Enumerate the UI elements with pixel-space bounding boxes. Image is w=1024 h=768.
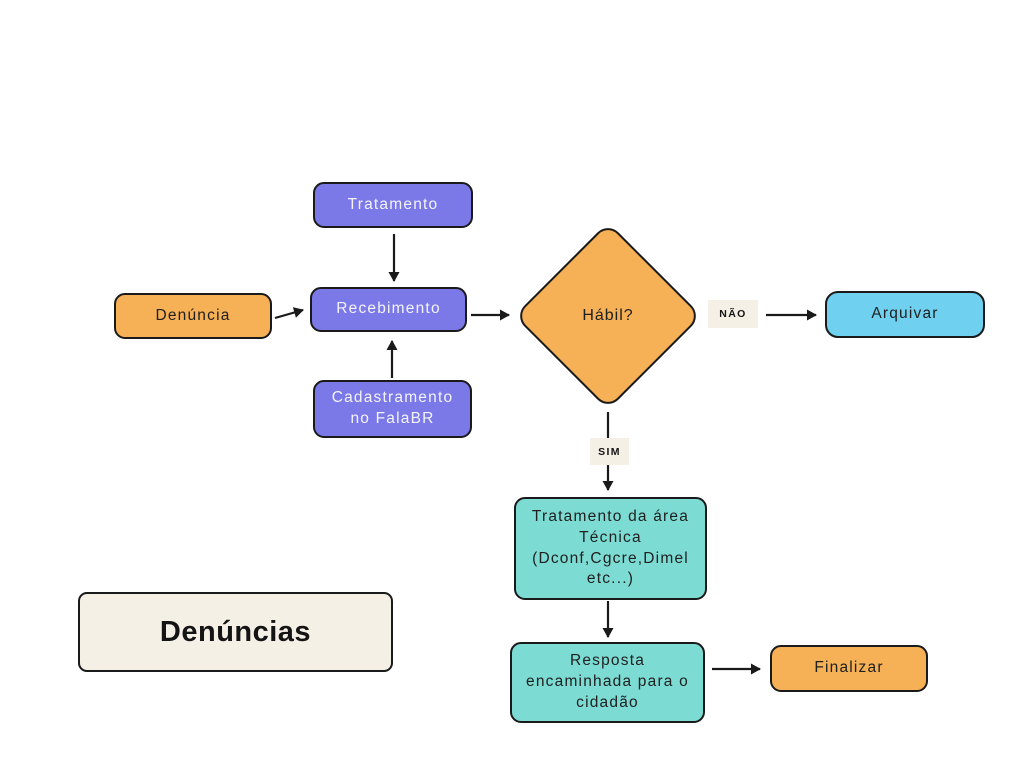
node-finalizar: Finalizar <box>770 645 928 692</box>
node-denuncia-label: Denúncia <box>155 306 231 324</box>
node-arquivar-label: Arquivar <box>871 305 939 323</box>
edge-label-sim: SIM <box>590 438 629 465</box>
node-recebimento: Recebimento <box>310 287 467 332</box>
node-tratamento-label: Tratamento <box>347 195 439 213</box>
node-arquivar: Arquivar <box>825 291 985 338</box>
node-tratamento-area-tecnica-label: Tratamento da área Técnica (Dconf,Cgcre,… <box>531 507 690 588</box>
node-habil-decision: Hábil? <box>513 221 703 410</box>
node-resposta-cidadao-label: Resposta encaminhada para o cidadão <box>526 652 689 711</box>
node-tratamento: Tratamento <box>313 182 473 228</box>
edge-label-nao: NÃO <box>708 300 758 328</box>
node-cadastramento-falabr-label: Cadastramento no FalaBR <box>331 389 454 427</box>
node-recebimento-label: Recebimento <box>336 300 441 318</box>
node-denuncia: Denúncia <box>114 293 272 339</box>
diagram-title: Denúncias <box>159 615 312 648</box>
arrow-denuncia-to-recebimento <box>274 307 304 320</box>
node-tratamento-area-tecnica: Tratamento da área Técnica (Dconf,Cgcre,… <box>514 497 707 600</box>
diagram-title-box: Denúncias <box>78 592 393 672</box>
node-resposta-cidadao: Resposta encaminhada para o cidadão <box>510 642 705 723</box>
node-cadastramento-falabr: Cadastramento no FalaBR <box>313 380 472 438</box>
node-finalizar-label: Finalizar <box>814 659 884 677</box>
node-habil-decision-label: Hábil? <box>582 306 634 324</box>
